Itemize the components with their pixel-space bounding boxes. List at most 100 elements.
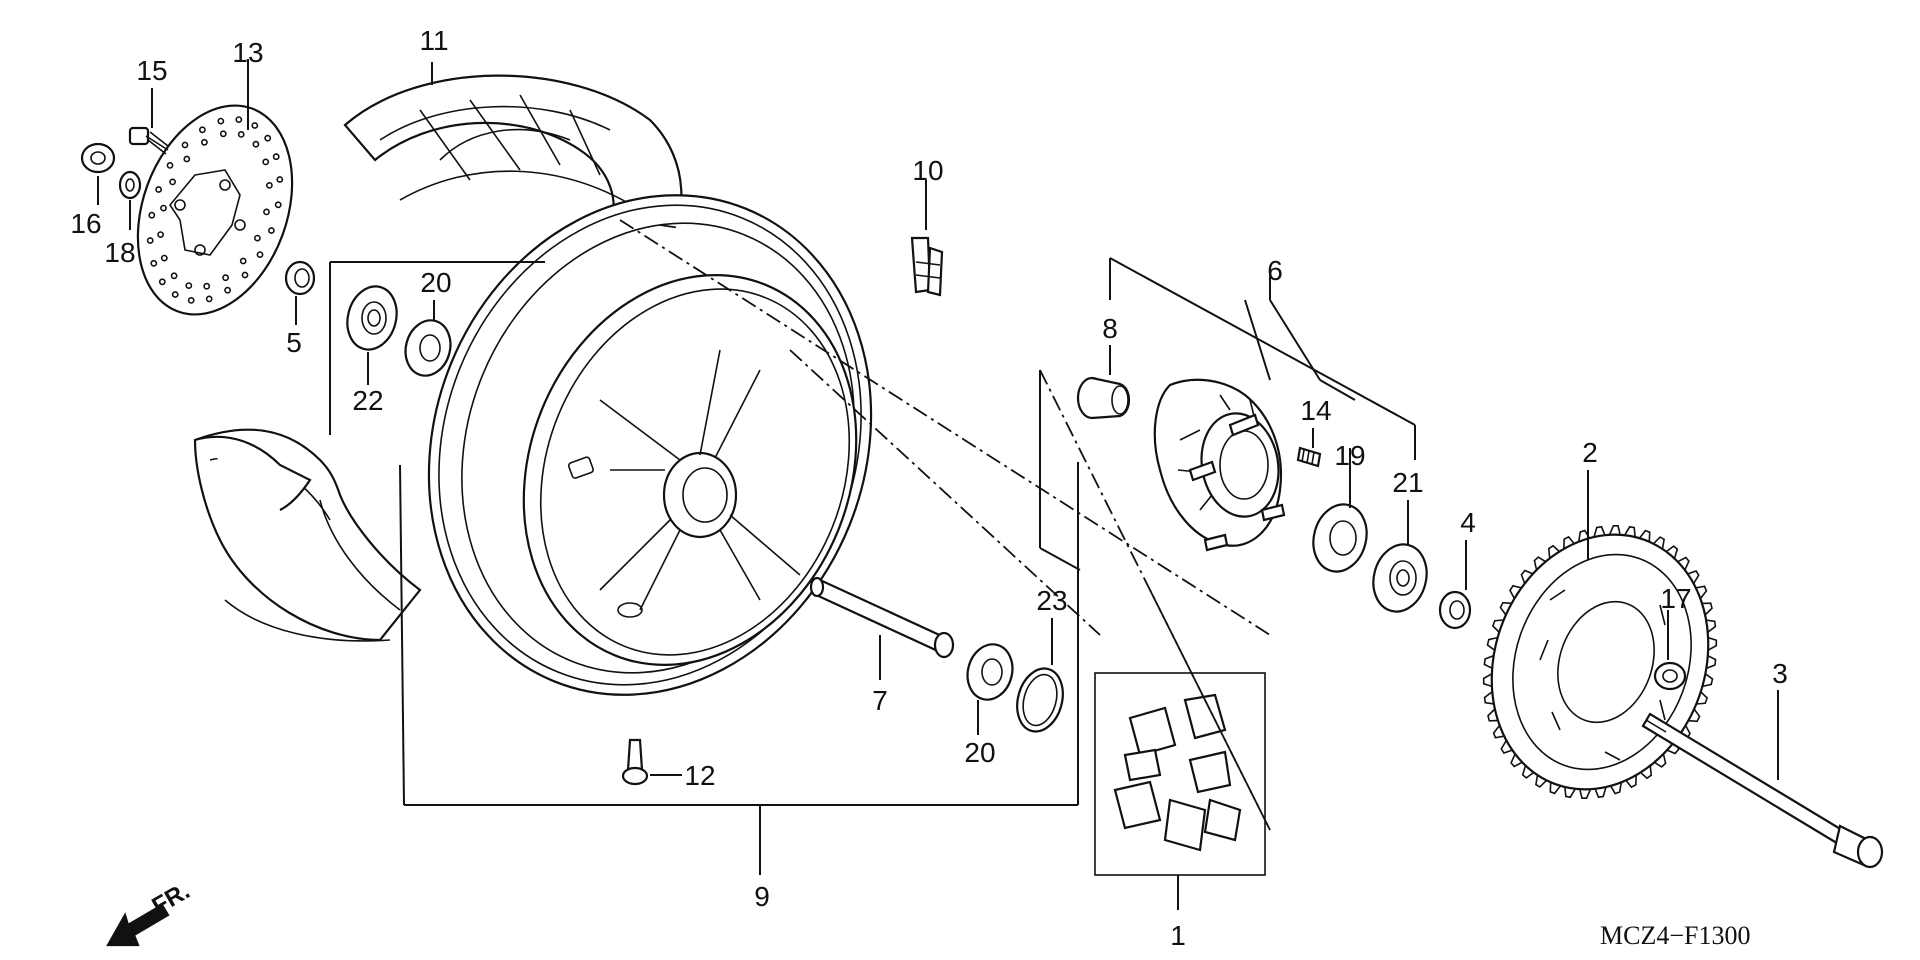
- sprocket-tooth: [1609, 782, 1623, 795]
- disc-vent-hole: [219, 130, 227, 138]
- disc-vent-hole: [170, 272, 178, 280]
- label-part-13: 13: [232, 37, 263, 68]
- sprocket-tooth: [1696, 691, 1709, 705]
- bearing-part-21: [1372, 543, 1428, 613]
- nut-part-16: [80, 142, 116, 174]
- collar-part-5: [284, 260, 316, 296]
- disc-vent-hole: [157, 231, 164, 238]
- sprocket-tooth: [1705, 619, 1717, 633]
- sprocket-tooth: [1687, 570, 1700, 585]
- disc-vent-hole: [262, 158, 270, 166]
- wheel-rim: [427, 194, 873, 696]
- disc-vent-hole: [241, 271, 249, 279]
- stud-part-14: [1296, 446, 1322, 468]
- label-part-2: 2: [1582, 437, 1598, 468]
- disc-vent-hole: [185, 282, 193, 289]
- label-part-18: 18: [104, 237, 135, 268]
- label-part-10: 10: [912, 155, 943, 186]
- brake-disc-part-13: [136, 104, 294, 316]
- disc-vent-hole: [256, 251, 264, 258]
- disc-vent-hole: [146, 237, 154, 244]
- disc-vent-hole: [169, 178, 176, 186]
- disc-vent-hole: [274, 201, 282, 209]
- label-part-22: 22: [352, 385, 383, 416]
- brake-disc-holes: [146, 116, 284, 304]
- disc-vent-hole: [251, 122, 259, 129]
- sprocket-tooth: [1486, 636, 1498, 651]
- disc-vent-hole: [263, 208, 270, 216]
- sprocket-tooth: [1533, 556, 1547, 571]
- sprocket-tooth: [1520, 569, 1534, 584]
- collar-part-8: [1076, 376, 1131, 420]
- disc-vent-hole: [187, 296, 195, 304]
- sprocket-tooth: [1593, 525, 1606, 538]
- sprocket-tooth: [1491, 619, 1504, 633]
- sprocket-tooth: [1563, 535, 1575, 549]
- sprocket-tooth: [1706, 654, 1717, 670]
- disc-vent-hole: [222, 274, 229, 282]
- disc-vent-hole: [272, 153, 280, 161]
- label-part-11: 11: [419, 25, 448, 56]
- disc-vent-hole: [155, 186, 162, 193]
- disc-vent-hole: [198, 126, 206, 134]
- drawing-code: MCZ4−F1300: [1600, 921, 1750, 950]
- disc-vent-hole: [265, 181, 273, 189]
- sprocket-tooth: [1549, 782, 1562, 795]
- sprocket-tooth: [1594, 786, 1607, 799]
- sprocket-teeth: [1482, 524, 1718, 800]
- sprocket-tooth: [1608, 524, 1621, 536]
- collar-part-4: [1438, 590, 1472, 630]
- dust-seal-part-20-upper: [404, 319, 452, 377]
- label-part-17: 17: [1660, 583, 1691, 614]
- bearing-part-22: [346, 285, 398, 351]
- disc-vent-hole: [203, 282, 211, 290]
- disc-vent-hole: [171, 291, 179, 298]
- disc-vent-hole: [276, 176, 284, 183]
- label-part-14: 14: [1300, 395, 1331, 426]
- sprocket-tooth: [1652, 536, 1665, 550]
- sprocket-tooth: [1701, 602, 1713, 616]
- disc-vent-hole: [166, 161, 174, 169]
- sprocket-tooth: [1625, 775, 1637, 789]
- label-part-3: 3: [1772, 658, 1788, 689]
- sprocket-tooth: [1653, 753, 1667, 768]
- sprocket-tooth: [1487, 708, 1499, 722]
- disc-vent-hole: [150, 259, 158, 267]
- disc-vent-hole: [200, 138, 208, 146]
- damper-rubber-set-part-1: [1094, 672, 1266, 876]
- distance-collar-part-7: [809, 576, 955, 659]
- sprocket-tooth: [1509, 584, 1522, 599]
- sprocket-tooth: [1707, 636, 1718, 651]
- disc-vent-hole: [183, 155, 191, 163]
- label-part-19: 19: [1334, 440, 1365, 471]
- bracket-lines: [97, 59, 1779, 910]
- disc-vent-hole: [217, 117, 225, 125]
- disc-vent-hole: [235, 116, 243, 123]
- label-part-4: 4: [1460, 507, 1476, 538]
- tire-part-11: [193, 74, 683, 642]
- disc-vent-hole: [252, 140, 260, 148]
- label-part-23: 23: [1036, 585, 1067, 616]
- disc-vent-hole: [224, 286, 231, 294]
- bearing-part-20-lower: [966, 643, 1014, 701]
- label-part-16: 16: [70, 208, 101, 239]
- label-part-7: 7: [872, 685, 888, 716]
- sprocket-tooth: [1483, 691, 1495, 705]
- flange-studs: [1188, 413, 1286, 552]
- disc-vent-hole: [239, 257, 247, 265]
- disc-vent-hole: [181, 141, 189, 149]
- sprocket-tooth: [1695, 585, 1708, 600]
- sprocket-tooth: [1639, 765, 1653, 780]
- disc-vent-hole: [267, 227, 275, 234]
- sprocket-tooth: [1521, 765, 1535, 779]
- disc-vent-hole: [148, 211, 156, 219]
- bolt-part-15: [128, 126, 169, 155]
- dashed-alignment-lines: [619, 219, 1271, 831]
- label-part-20-lower: 20: [964, 737, 995, 768]
- axle-part-3: [1641, 712, 1884, 869]
- sprocket-tooth: [1500, 739, 1513, 754]
- nut-part-17: [1653, 661, 1687, 691]
- disc-vent-hole: [237, 130, 245, 138]
- driven-flange-part-6: [1153, 378, 1282, 547]
- label-part-8: 8: [1102, 313, 1118, 344]
